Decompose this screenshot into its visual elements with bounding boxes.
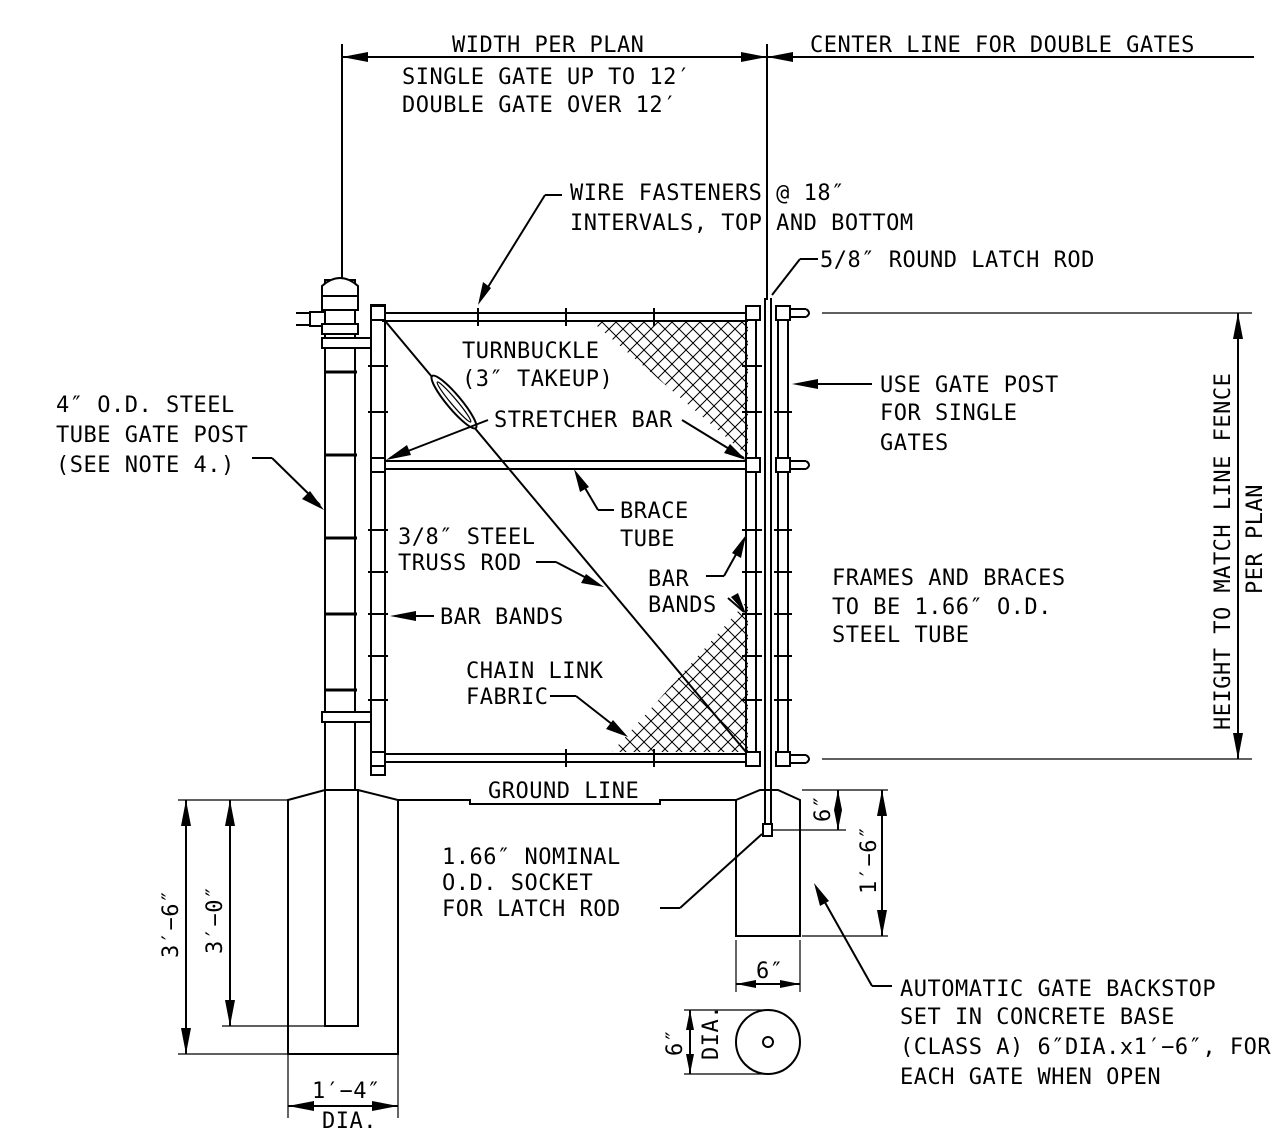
dim-dia-circle-label: DIA.: [699, 1005, 724, 1060]
footing-dimensions: [178, 789, 888, 1118]
wire-fasteners-intervals-label: INTERVALS, TOP AND BOTTOM: [570, 211, 914, 236]
width-per-plan-label: WIDTH PER PLAN: [452, 33, 644, 58]
gate-post-footing: [287, 789, 399, 1055]
stretcher-bar-label: STRETCHER BAR: [494, 408, 673, 433]
frames-label-1: FRAMES AND BRACES: [832, 566, 1066, 591]
bar-bands-left-label: BAR BANDS: [440, 605, 564, 630]
width-dimension: [341, 44, 1254, 300]
chain-link-label-1: CHAIN LINK: [466, 659, 604, 684]
use-gate-post-label-1: USE GATE POST: [880, 373, 1059, 398]
wire-fastener-ticks: [477, 308, 655, 767]
gate-post-label-1: 4″ O.D. STEEL: [56, 393, 235, 418]
height-label: HEIGHT TO MATCH LINE FENCE: [1211, 373, 1236, 730]
post-bands: [324, 370, 357, 692]
single-gate-label: SINGLE GATE UP TO 12′: [402, 65, 691, 90]
backstop-label-1: AUTOMATIC GATE BACKSTOP: [900, 977, 1216, 1002]
brace-tube-label-1: BRACE: [620, 499, 689, 524]
frames-label-2: TO BE 1.66″ O.D.: [832, 595, 1052, 620]
backstop-label-4: EACH GATE WHEN OPEN: [900, 1065, 1161, 1090]
dim-3-0-label: 3′−0″: [203, 885, 228, 954]
truss-rod: [385, 321, 747, 753]
dim-6-width-label: 6″: [756, 959, 784, 984]
gate-post-label-3: (SEE NOTE 4.): [56, 453, 235, 478]
dim-dia-bottom-label: DIA.: [322, 1109, 377, 1128]
socket-label-2: O.D. SOCKET: [442, 871, 593, 896]
dim-1-4-label: 1′−4″: [312, 1079, 381, 1104]
ground-line: [398, 799, 736, 805]
latch-rod-label: 5/8″ ROUND LATCH ROD: [820, 248, 1095, 273]
dim-3-6-label: 3′−6″: [159, 889, 184, 958]
turnbuckle-takeup-label: (3″ TAKEUP): [462, 367, 613, 392]
backstop-label-3: (CLASS A) 6″DIA.x1′−6″, FOR: [900, 1035, 1271, 1060]
double-gate-label: DOUBLE GATE OVER 12′: [402, 93, 677, 118]
height-per-plan-label: PER PLAN: [1243, 484, 1268, 594]
backstop-plan-circle: [735, 1009, 801, 1075]
backstop-label-2: SET IN CONCRETE BASE: [900, 1005, 1175, 1030]
turnbuckle-label: TURNBUCKLE: [462, 339, 599, 364]
chain-link-label-2: FABRIC: [466, 685, 548, 710]
height-dimension: [822, 312, 1252, 760]
gate-post-label-2: TUBE GATE POST: [56, 423, 248, 448]
wire-fasteners-label: WIRE FASTENERS @ 18″: [570, 181, 845, 206]
socket-label-3: FOR LATCH ROD: [442, 897, 621, 922]
truss-rod-label-2: TRUSS ROD: [398, 551, 522, 576]
ground-line-label: GROUND LINE: [488, 779, 639, 804]
bar-bands-right-ticks: [742, 365, 762, 701]
leaders: [252, 194, 892, 987]
adjacent-gate-frame: [774, 305, 810, 767]
socket-label-1: 1.66″ NOMINAL: [442, 845, 621, 870]
center-line-label: CENTER LINE FOR DOUBLE GATES: [810, 33, 1195, 58]
bar-bands-left-ticks: [368, 365, 388, 701]
latch-rod: [764, 298, 772, 830]
backstop-footing: [735, 789, 801, 937]
use-gate-post-label-3: GATES: [880, 431, 949, 456]
gate-frame: [368, 304, 762, 776]
brace-tube-label-2: TUBE: [620, 527, 675, 552]
dim-6-circle-label: 6″: [663, 1029, 688, 1057]
dim-6-top-label: 6″: [811, 795, 836, 823]
use-gate-post-label-2: FOR SINGLE: [880, 401, 1017, 426]
bar-bands-right-label-1: BAR: [648, 567, 689, 592]
dim-1-6-label: 1′−6″: [857, 825, 882, 894]
bar-bands-right-label-2: BANDS: [648, 593, 717, 618]
gate-post: [296, 277, 373, 793]
truss-rod-label-1: 3/8″ STEEL: [398, 525, 535, 550]
frames-label-3: STEEL TUBE: [832, 623, 969, 648]
